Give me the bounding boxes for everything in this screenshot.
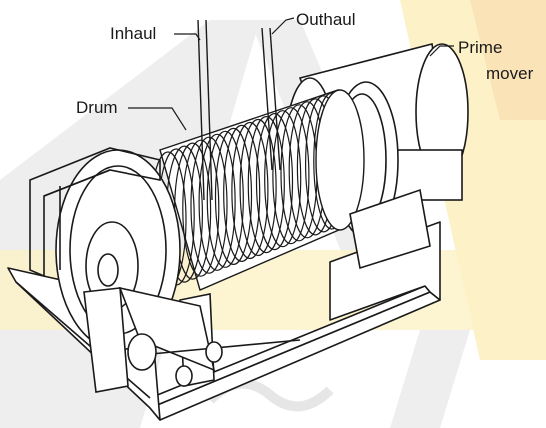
left-frame-crossbar bbox=[43, 169, 111, 197]
right-support bbox=[349, 188, 431, 270]
watermark-shape-bottom-gray bbox=[390, 330, 470, 428]
support-leg-brace bbox=[118, 286, 216, 372]
drum-winding bbox=[223, 124, 261, 262]
outhaul-leader bbox=[271, 17, 295, 35]
drum-hub-center bbox=[97, 253, 119, 287]
drum-winding bbox=[182, 139, 220, 277]
drum-winding bbox=[255, 113, 294, 251]
drum-winding bbox=[272, 107, 310, 245]
prime-mover-leader bbox=[429, 45, 454, 57]
drum-winding bbox=[231, 121, 269, 260]
label-inhaul: Inhaul bbox=[110, 24, 157, 43]
small-gear bbox=[205, 341, 223, 363]
label-outhaul: Outhaul bbox=[296, 10, 356, 29]
drum bbox=[149, 89, 365, 291]
left-frame bbox=[29, 147, 161, 278]
drum-winding bbox=[214, 127, 253, 265]
watermark-shape-orange bbox=[470, 0, 546, 120]
shaft-bearing bbox=[175, 365, 193, 387]
prime-mover-mount bbox=[391, 149, 463, 201]
drum-leader bbox=[128, 107, 187, 131]
inhaul-cable-a bbox=[197, 19, 205, 201]
inhaul-cable-b bbox=[205, 19, 213, 201]
drum-winding bbox=[198, 133, 236, 271]
label-drum: Drum bbox=[76, 98, 118, 117]
support-legs bbox=[83, 286, 301, 393]
drum-winding bbox=[190, 136, 228, 274]
drum-winding bbox=[206, 130, 244, 268]
drum-end-right bbox=[315, 89, 365, 231]
drum-winding bbox=[239, 118, 277, 257]
drum-winding bbox=[264, 110, 302, 248]
outhaul-cable-b bbox=[269, 27, 281, 171]
drum-winding bbox=[247, 116, 285, 254]
label-prime-mover-line2: mover bbox=[486, 64, 534, 83]
inhaul-leader bbox=[174, 33, 201, 41]
label-prime-mover-line1: Prime bbox=[458, 38, 503, 57]
outhaul-cable-a bbox=[261, 27, 273, 171]
drive-pulley bbox=[127, 333, 157, 371]
support-leg-left bbox=[83, 287, 129, 393]
right-support-body bbox=[349, 188, 431, 270]
cables bbox=[197, 19, 281, 201]
drum-windings bbox=[149, 89, 359, 289]
leader-lines bbox=[128, 17, 454, 131]
